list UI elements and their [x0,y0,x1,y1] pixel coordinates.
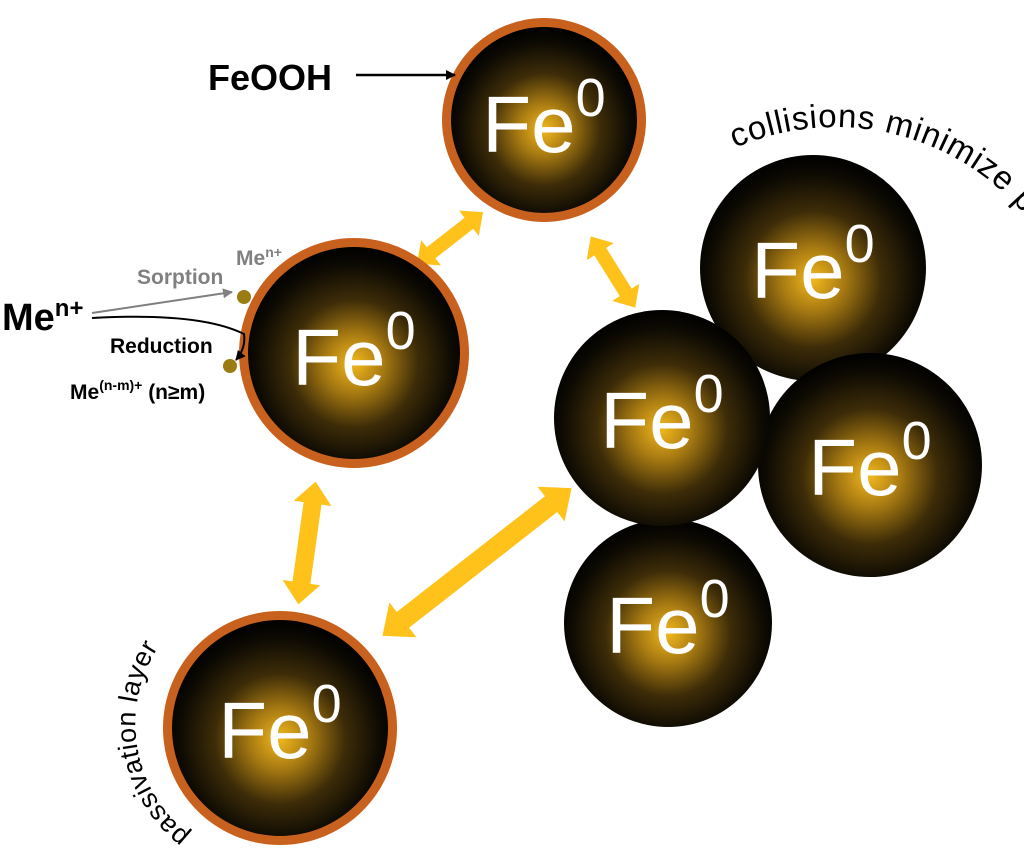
collision-arrow-bottom-cluster [382,486,572,638]
particle-label: Fe [482,80,575,169]
particle-superscript: 0 [576,68,606,128]
collision-arrow-top-right [586,236,640,308]
particle-cluster: Fe0 Fe0 Fe0 Fe0 [554,155,982,727]
particle-label: Fe [600,376,693,465]
collision-arrows [282,210,640,638]
fe0-particle-cluster-top: Fe0 [700,155,926,381]
svg-text:Fe0: Fe0 [751,214,874,315]
sorption-arrow [91,288,233,314]
particle-superscript: 0 [700,569,730,629]
fe0-particle-cluster-right: Fe0 [758,353,982,577]
particle-label: Fe [751,226,844,315]
reduction-arrow [91,315,246,361]
particle-label: Fe [292,313,385,402]
particle-label: Fe [218,686,311,775]
sorption-reduction-annotation: Men+ Sorption Men+ Reduction Me(n-m)+ (n… [2,244,282,404]
feooh-annotation: FeOOH [208,57,456,98]
feooh-label: FeOOH [208,57,332,98]
svg-text:Fe0: Fe0 [218,674,341,775]
fe0-particle-cluster-center: Fe0 [554,310,770,526]
particle-superscript: 0 [694,364,724,424]
svg-text:Fe0: Fe0 [600,364,723,465]
svg-text:Fe0: Fe0 [292,301,415,402]
particle-superscript: 0 [845,214,875,274]
particle-label: Fe [606,581,699,670]
particle-label: Fe [808,423,901,512]
fe0-particle-cluster-bottom: Fe0 [564,519,772,727]
sorbed-metal-dot [237,290,251,304]
particle-superscript: 0 [386,301,416,361]
particle-superscript: 0 [902,411,932,471]
reduced-me-label: Me(n-m)+ (n≥m) [70,377,205,404]
fe0-particle-bottom-left: Fe0 [163,611,397,845]
fe0-particle-top: Fe0 [442,18,646,222]
reduction-label: Reduction [110,335,213,358]
svg-text:Fe0: Fe0 [808,411,931,512]
svg-text:Fe0: Fe0 [482,68,605,169]
collision-arrow-left-bottom [282,481,332,605]
me-ion-label: Men+ [2,295,83,339]
sorbed-me-label: Men+ [236,244,282,270]
sorption-label: Sorption [137,266,223,289]
svg-text:Fe0: Fe0 [606,569,729,670]
collision-arrow-top-left [416,210,484,266]
fe0-particle-left: Fe0 [239,238,469,468]
reduced-metal-dot [223,359,237,373]
particle-superscript: 0 [312,674,342,734]
